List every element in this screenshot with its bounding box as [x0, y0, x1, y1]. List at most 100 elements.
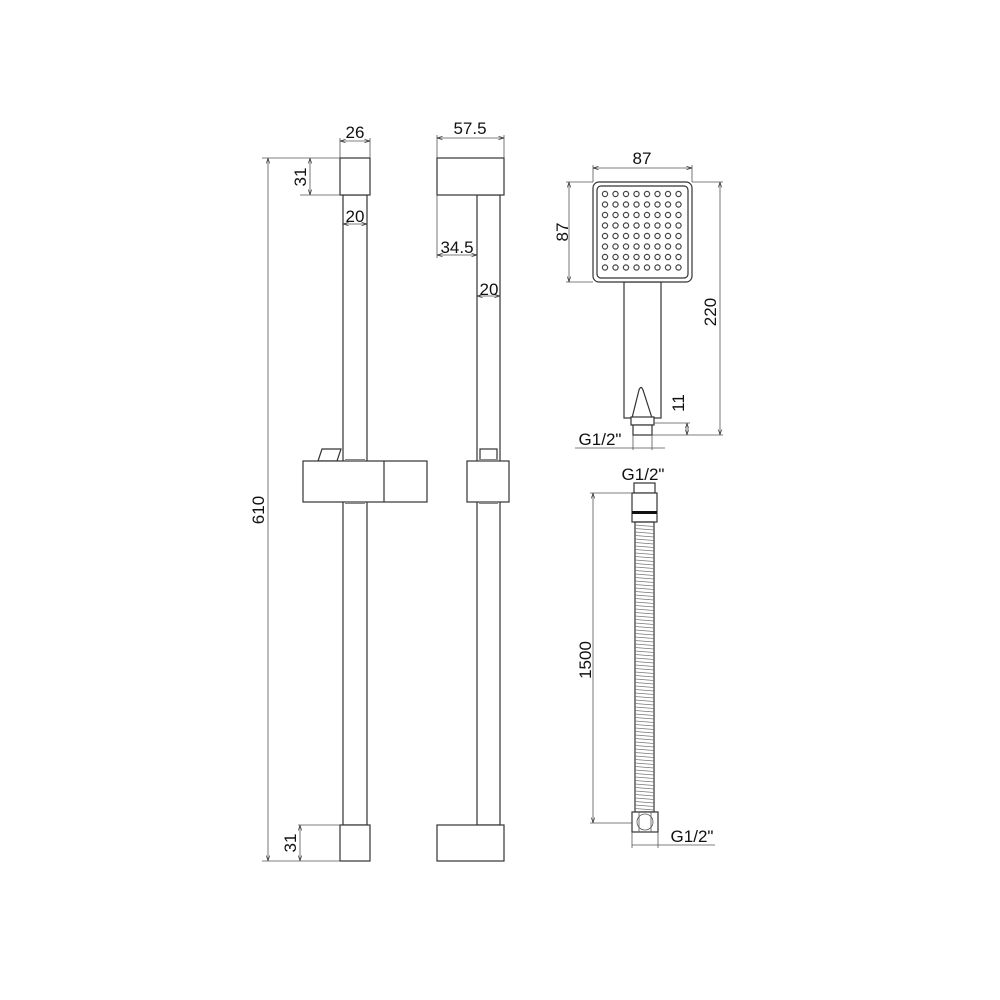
spray-nozzle: [675, 264, 682, 271]
svg-text:G1/2": G1/2": [622, 465, 665, 484]
corrugation-ring: [634, 696, 655, 699]
svg-text:220: 220: [701, 298, 720, 326]
corrugation-ring: [634, 727, 655, 730]
dimension-87-width: 87: [592, 149, 693, 182]
dimension-31-bottom: 31: [281, 824, 340, 861]
corrugation-ring: [634, 797, 655, 800]
spray-nozzle: [675, 232, 682, 240]
rail-front-view: [302, 157, 428, 862]
spray-nozzle: [675, 243, 682, 250]
svg-text:1500: 1500: [576, 641, 595, 679]
corrugation-ring: [634, 563, 655, 566]
corrugation-ring: [634, 552, 655, 555]
spray-nozzle: [643, 222, 651, 229]
spray-nozzle: [622, 264, 630, 271]
corrugation-ring: [634, 745, 655, 748]
corrugation-ring: [634, 594, 655, 597]
corrugation-ring: [634, 787, 655, 790]
corrugation-ring: [634, 531, 655, 534]
corrugation-ring: [634, 710, 655, 713]
corrugation-ring: [634, 549, 655, 552]
spray-nozzle: [612, 264, 619, 271]
svg-text:20: 20: [346, 207, 365, 226]
corrugation-ring: [634, 538, 655, 541]
dimension-31-top: 31: [291, 158, 340, 196]
corrugation-ring: [634, 657, 655, 660]
spray-nozzles: [601, 190, 682, 271]
corrugation-ring: [634, 598, 655, 601]
spray-nozzle: [612, 253, 619, 261]
corrugation-ring: [634, 619, 655, 622]
dimension-20-front: 20: [343, 207, 367, 226]
corrugation-ring: [634, 724, 655, 727]
slider-side: [466, 448, 510, 504]
corrugation-ring: [634, 762, 655, 765]
spray-nozzle: [654, 201, 661, 208]
spray-nozzle: [612, 211, 619, 219]
dimension-hose-bottom-thread: G1/2": [631, 827, 715, 848]
spray-nozzle: [622, 222, 630, 229]
corrugation-ring: [634, 643, 655, 646]
spray-nozzle: [675, 211, 682, 219]
bottom-bracket-side: [436, 824, 505, 862]
dimension-34-5: 34.5: [436, 195, 477, 258]
corrugation-ring: [634, 773, 655, 776]
corrugation-ring: [634, 692, 655, 695]
spray-nozzle: [675, 253, 682, 261]
corrugation-ring: [634, 528, 655, 531]
corrugation-ring: [634, 647, 655, 650]
spray-nozzle: [654, 211, 661, 219]
corrugation-ring: [634, 783, 655, 786]
svg-text:87: 87: [553, 223, 572, 242]
spray-nozzle: [654, 222, 661, 229]
corrugation-ring: [634, 682, 655, 685]
corrugation-ring: [634, 570, 655, 573]
spray-nozzle: [633, 243, 640, 250]
svg-text:87: 87: [633, 149, 652, 168]
corrugation-ring: [634, 573, 655, 576]
corrugation-ring: [634, 741, 655, 744]
spray-nozzle: [622, 232, 630, 240]
spray-nozzle: [654, 264, 661, 271]
top-bracket-side: [436, 157, 505, 196]
dimension-20-side: 20: [477, 280, 500, 299]
spray-nozzle: [622, 190, 630, 198]
spray-nozzle: [601, 253, 609, 261]
svg-text:G1/2": G1/2": [579, 430, 622, 449]
corrugation-ring: [634, 780, 655, 783]
spray-nozzle: [612, 232, 619, 240]
corrugation-ring: [634, 689, 655, 692]
spray-nozzle: [643, 243, 651, 250]
spray-nozzle: [643, 211, 651, 219]
corrugation-ring: [634, 801, 655, 804]
svg-text:57.5: 57.5: [453, 119, 486, 138]
corrugation-ring: [634, 759, 655, 762]
corrugation-ring: [634, 706, 655, 709]
corrugation-ring: [634, 612, 655, 615]
spray-nozzle: [633, 232, 640, 240]
rail-side-view: [436, 157, 510, 862]
corrugation-ring: [634, 584, 655, 587]
svg-text:31: 31: [281, 834, 300, 853]
corrugation-ring: [634, 808, 655, 811]
spray-nozzle: [643, 201, 651, 208]
spray-nozzle: [601, 264, 609, 271]
corrugation-ring: [634, 650, 655, 653]
spray-nozzle: [633, 222, 640, 229]
corrugation-ring: [634, 776, 655, 779]
corrugation-ring: [634, 664, 655, 667]
corrugation-ring: [634, 734, 655, 737]
spray-nozzle: [622, 243, 630, 250]
corrugation-ring: [634, 668, 655, 671]
corrugation-ring: [634, 615, 655, 618]
corrugation-ring: [634, 580, 655, 583]
spray-nozzle: [664, 232, 672, 240]
spray-nozzle: [643, 253, 651, 261]
spray-nozzle: [633, 264, 640, 271]
corrugation-ring: [634, 766, 655, 769]
spray-nozzle: [601, 243, 609, 250]
corrugation-ring: [634, 605, 655, 608]
dimension-1500: 1500: [576, 492, 632, 824]
corrugation-ring: [634, 731, 655, 734]
